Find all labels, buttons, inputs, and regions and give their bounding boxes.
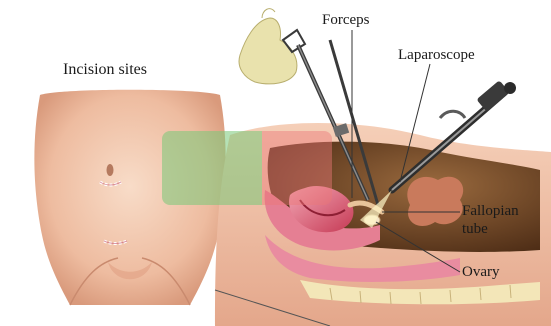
ovary-label: Ovary (462, 264, 500, 281)
fallopian-label: Fallopian (462, 203, 519, 220)
watermark-red-block (262, 131, 332, 205)
incision-sites-label: Incision sites (63, 61, 147, 78)
laparoscope-label: Laparoscope (398, 47, 475, 64)
forceps-label: Forceps (322, 12, 370, 29)
watermark-green-block (162, 131, 262, 205)
watermark (162, 131, 332, 205)
tube-label: tube (462, 221, 488, 238)
